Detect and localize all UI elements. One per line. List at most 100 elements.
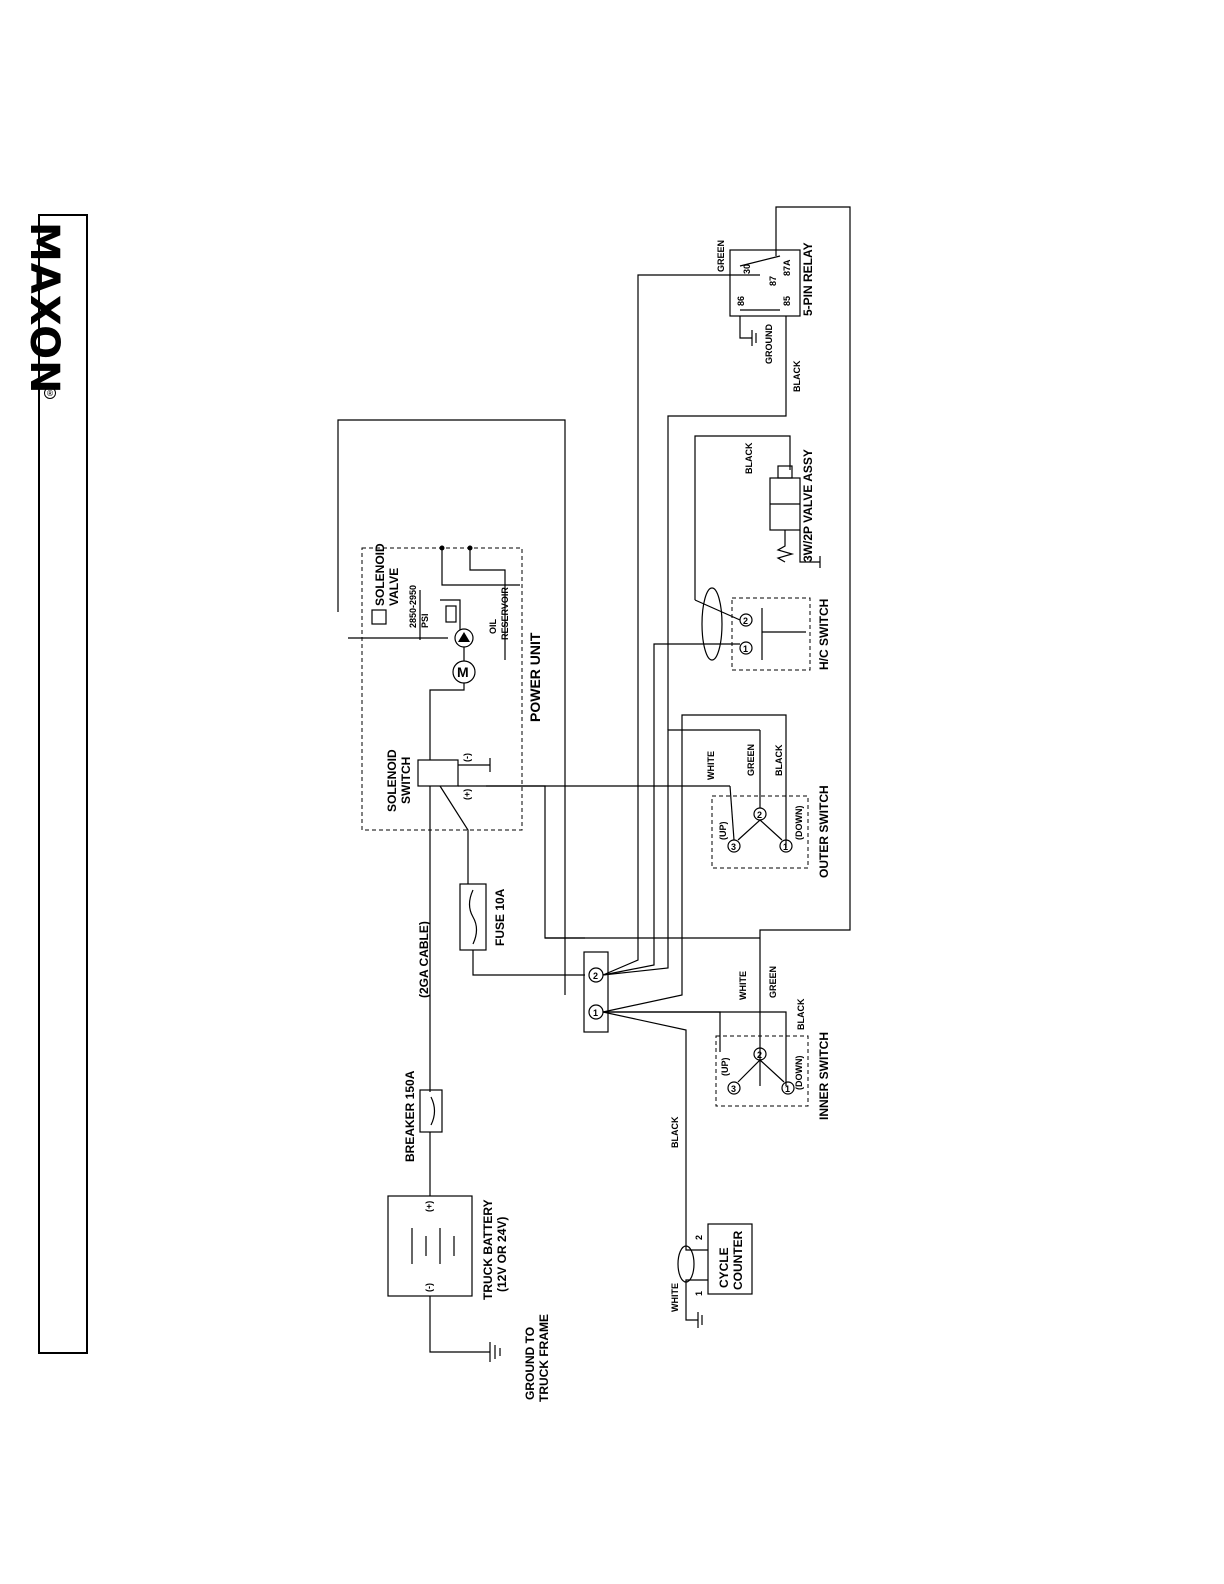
counter-pin-2-label: 2: [694, 1235, 704, 1240]
valve-ground-wire: [799, 530, 820, 563]
outer-contact: [737, 819, 783, 841]
breaker-label: BREAKER 150A: [403, 1070, 417, 1162]
solenoid-switch-label-1: SOLENOID: [385, 749, 399, 812]
counter-pin-1-label: 1: [694, 1291, 704, 1296]
relief-valve-symbol: [445, 605, 457, 623]
battery-label-1: TRUCK BATTERY: [481, 1199, 495, 1300]
solenoid-valve-label-2: VALVE: [387, 568, 401, 606]
hc-cable-bundle: [701, 587, 723, 661]
inner-pin-2-label: 2: [757, 1050, 762, 1060]
valve-black-label: BLACK: [744, 442, 754, 474]
relay-to-inner-green-wire: [759, 206, 851, 1086]
relay-black-label: BLACK: [792, 360, 802, 392]
fuse-label: FUSE 10A: [493, 888, 507, 946]
valve-solenoid: [777, 465, 793, 479]
hc-switch-label: H/C SWITCH: [817, 599, 831, 670]
inner-black-label: BLACK: [796, 998, 806, 1030]
relay-label: 5-PIN RELAY: [801, 242, 815, 316]
top-loop-wire: [337, 419, 566, 995]
breaker-element: [430, 1096, 436, 1126]
pump-arrow: [458, 632, 470, 642]
relay-black-wire: [667, 316, 787, 730]
outer-up-label: (UP): [718, 822, 728, 841]
solenoid-valve-symbol: [371, 609, 387, 625]
outer-pin-1: [779, 839, 793, 853]
hydraulic-line-5: [440, 599, 461, 630]
cycle-counter-label-1: CYCLE: [717, 1247, 731, 1288]
inner-up-label: (UP): [720, 1058, 730, 1077]
counter-cable-bundle: [677, 1245, 695, 1283]
title-sidebar: [38, 214, 88, 1354]
outer-white-drop: [729, 785, 735, 841]
hc-pin-1: [739, 641, 753, 655]
inner-pin-1-label: 1: [785, 1084, 790, 1094]
battery-label-2: (12V OR 24V): [495, 1217, 509, 1292]
cable-label: (2GA CABLE): [417, 921, 431, 998]
hc-switch-wire-1: [602, 643, 740, 976]
valve-spring: [776, 530, 795, 563]
fuse-element: [468, 889, 478, 945]
relay-ground-label: GROUND: [764, 324, 774, 364]
pressure-label-2: PSI: [420, 613, 430, 628]
battery-ground-wire: [429, 1296, 490, 1353]
outer-switch-label: OUTER SWITCH: [817, 785, 831, 878]
outer-down-label: (DOWN): [794, 806, 804, 841]
breaker-symbol: [419, 1089, 443, 1133]
counter-pin-1-wire: [685, 1279, 708, 1321]
relay-symbol: [729, 249, 801, 317]
inner-green-label: GREEN: [768, 966, 778, 998]
counter-pin-2-wire: [685, 1230, 708, 1251]
outer-white-label: WHITE: [706, 751, 716, 780]
pressure-label-1: 2850-2950: [408, 585, 418, 628]
registered-mark: ®: [44, 387, 56, 399]
maxon-logo: MAXON ®: [21, 222, 84, 400]
outer-black-label: BLACK: [774, 744, 784, 776]
valve-black-wire: [694, 435, 791, 600]
terminal-1-label: 1: [593, 1008, 598, 1018]
inner-switch-label: INNER SWITCH: [817, 1032, 831, 1120]
solenoid-valve-label-1: SOLENOID: [373, 543, 387, 606]
inner-switch-box: [715, 1035, 809, 1107]
hc-pin-1-label: 1: [743, 644, 748, 654]
counter-black-label: BLACK: [670, 1116, 680, 1148]
relay-pin-87a: 87A: [782, 259, 792, 276]
terminal-block: [583, 951, 609, 1033]
junction-dot: [439, 545, 445, 551]
switch-minus-label: (-): [462, 753, 472, 762]
power-unit-label: POWER UNIT: [527, 632, 543, 722]
hydraulic-line-3: [469, 548, 506, 660]
inner-black-wire: [603, 1011, 787, 1086]
counter-white-label: WHITE: [670, 1283, 680, 1312]
ground-label-1: GROUND TO: [523, 1327, 537, 1400]
junction-dot: [467, 545, 473, 551]
outer-pin-1-label: 1: [783, 842, 788, 852]
solenoid-switch-symbol: [417, 759, 459, 787]
cycle-counter-black-wire: [602, 1011, 687, 1230]
switch-to-fuse-wire: [439, 785, 469, 884]
inner-white-label: WHITE: [738, 971, 748, 1000]
green-to-relay-wire: [602, 274, 760, 976]
battery-plus: (+): [424, 1201, 434, 1212]
motor-feed-wire: [429, 683, 465, 760]
cycle-counter-box: [707, 1223, 753, 1295]
valve-label: 3W/2P VALVE ASSY: [801, 449, 815, 562]
fuse-to-terminal-wire: [472, 950, 585, 976]
outer-green-label: GREEN: [746, 744, 756, 776]
relay-ground-wire: [739, 316, 752, 339]
switch-plus-label: (+): [462, 789, 472, 800]
ground-label-2: TRUCK FRAME: [537, 1314, 551, 1402]
terminal-2-label: 2: [593, 971, 598, 981]
hydraulic-line-2: [441, 548, 520, 586]
hc-wire-2: [694, 599, 741, 621]
relay-green-label: GREEN: [716, 240, 726, 272]
hc-pin-2-label: 2: [743, 616, 748, 626]
battery-minus: (-): [424, 1283, 434, 1292]
relay-pin-30: 30: [742, 264, 752, 274]
inner-pin-1: [781, 1081, 795, 1095]
relay-pin-86: 86: [736, 296, 746, 306]
outer-green-wire: [602, 729, 760, 976]
relay-pin-85: 85: [782, 296, 792, 306]
cycle-counter-label-2: COUNTER: [731, 1230, 745, 1290]
motor-label: M: [457, 664, 469, 680]
